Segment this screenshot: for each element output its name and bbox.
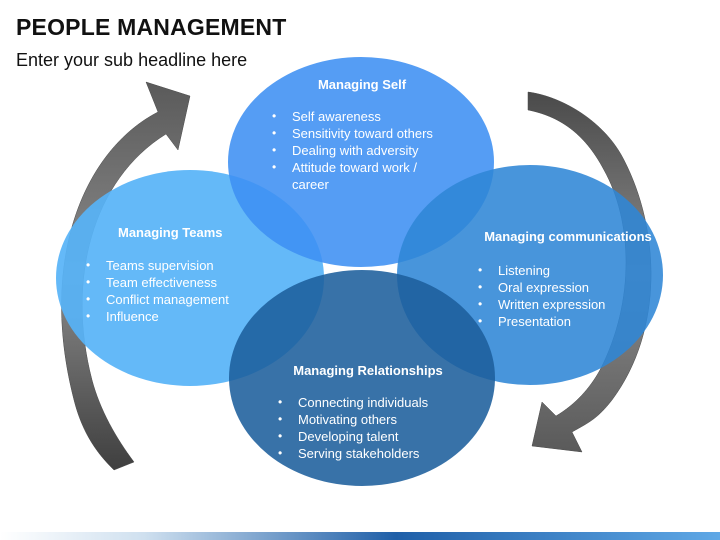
list-item: Listening (478, 262, 658, 279)
page-subtitle: Enter your sub headline here (16, 50, 248, 70)
managing-relationships-card: Managing Relationships Connecting indivi… (278, 363, 458, 462)
list-item: Attitude toward work / career (272, 159, 452, 193)
managing-relationships-list: Connecting individuals Motivating others… (278, 394, 458, 462)
list-item: Serving stakeholders (278, 445, 458, 462)
list-item: Developing talent (278, 428, 458, 445)
list-item: Conflict management (86, 291, 256, 308)
list-item: Motivating others (278, 411, 458, 428)
list-item: Sensitivity toward others (272, 125, 452, 142)
cycle-arrow-right (527, 91, 652, 453)
managing-teams-card: Managing Teams Teams supervision Team ef… (86, 225, 256, 325)
list-item: Influence (86, 308, 256, 325)
list-item: Connecting individuals (278, 394, 458, 411)
managing-teams-list: Teams supervision Team effectiveness Con… (86, 257, 256, 325)
list-item: Team effectiveness (86, 274, 256, 291)
list-item: Oral expression (478, 279, 658, 296)
managing-relationships-heading: Managing Relationships (293, 363, 443, 378)
list-item: Written expression (478, 296, 658, 313)
managing-communications-heading: Managing communications (484, 229, 652, 244)
managing-communications-list: Listening Oral expression Written expres… (478, 262, 658, 330)
list-item: Teams supervision (86, 257, 256, 274)
managing-self-list: Self awareness Sensitivity toward others… (272, 108, 452, 193)
managing-communications-card: Managing communications Listening Oral e… (478, 229, 658, 330)
list-item: Presentation (478, 313, 658, 330)
managing-teams-heading: Managing Teams (118, 225, 223, 240)
managing-self-card: Managing Self Self awareness Sensitivity… (272, 77, 452, 193)
list-item: Self awareness (272, 108, 452, 125)
managing-self-heading: Managing Self (317, 77, 407, 92)
page-title: PEOPLE MANAGEMENT (16, 14, 287, 40)
list-item: Dealing with adversity (272, 142, 452, 159)
footer-gradient-bar (0, 532, 720, 540)
